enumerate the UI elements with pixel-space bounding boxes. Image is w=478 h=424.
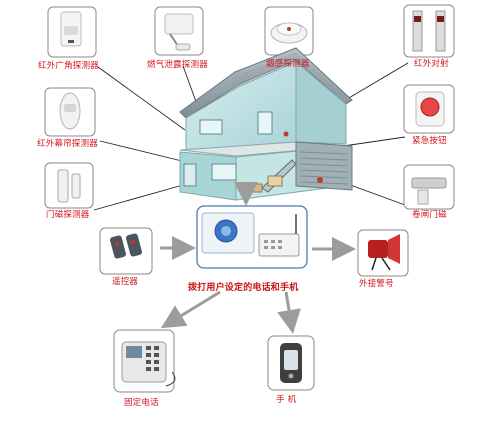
remote-device [99, 227, 153, 275]
label-ir-beam: 红外对射 [414, 59, 449, 69]
label-pir-wide: 红外广角探测器 [38, 61, 99, 71]
panic-button-device [403, 84, 455, 134]
smoke-detector-device [264, 6, 314, 56]
pir-curtain-device [44, 87, 96, 137]
control-panel-frame [196, 205, 308, 269]
label-panic-button: 紧急按钮 [412, 136, 447, 146]
label-siren: 外接警号 [359, 279, 394, 289]
label-pir-curtain: 红外幕帘探测器 [37, 139, 98, 149]
flow-arrows [160, 182, 356, 334]
ir-beam-device [403, 4, 455, 58]
door-sensor-device [44, 162, 94, 209]
siren-device [357, 229, 409, 277]
label-door-sensor: 门磁探测器 [46, 210, 90, 220]
landline-device [113, 329, 176, 393]
mobile-phone-device [267, 335, 315, 391]
house-illustration [179, 47, 353, 201]
label-remote: 遥控器 [112, 277, 139, 287]
label-mobile: 手 机 [276, 395, 297, 405]
label-landline: 固定电话 [124, 398, 159, 408]
label-shutter-sensor: 卷闸门磁 [412, 210, 447, 220]
label-smoke-detector: 烟感探测器 [266, 59, 310, 69]
label-gas-detector: 燃气泄露探测器 [147, 60, 208, 70]
pir-wide-device [47, 6, 97, 58]
label-dial-action: 拨打用户设定的电话和手机 [188, 283, 299, 293]
gas-detector-device [154, 6, 204, 56]
shutter-sensor-device [403, 164, 455, 210]
